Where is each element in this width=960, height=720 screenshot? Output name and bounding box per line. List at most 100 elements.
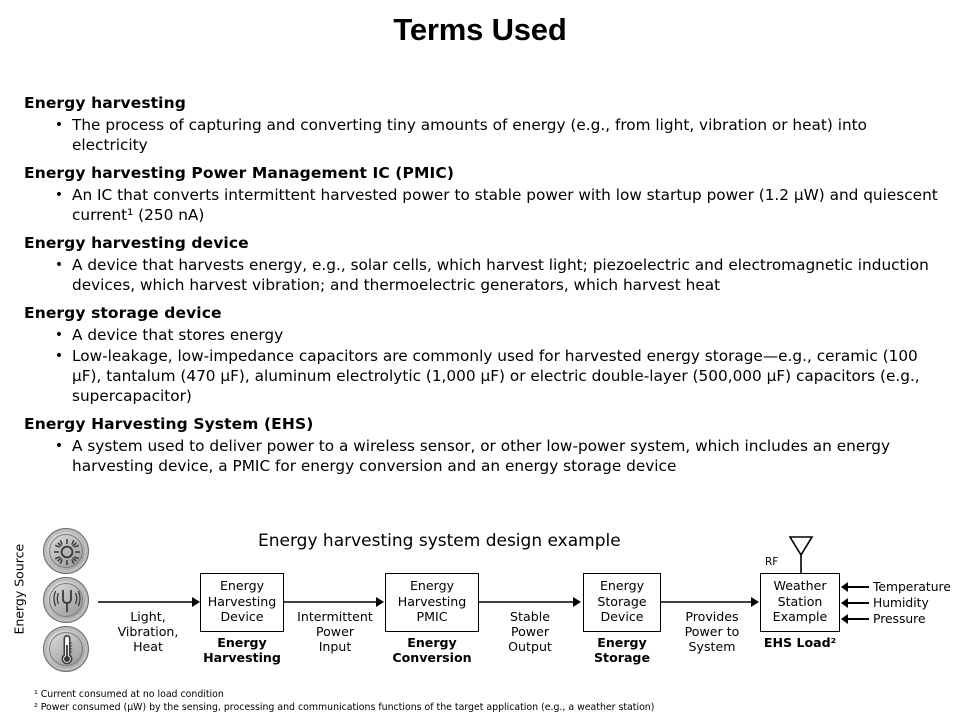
term-heading: Energy Harvesting System (EHS) xyxy=(24,415,314,433)
flow-line-storage-to-load xyxy=(661,601,753,603)
sensor-input-temperature: Temperature xyxy=(841,580,951,594)
left-arrow-icon xyxy=(841,582,869,592)
edge-label-line: Intermittent xyxy=(297,609,373,624)
edge-label-line: Heat xyxy=(133,639,163,654)
term-block-storage-device: Energy storage device • A device that st… xyxy=(24,304,944,406)
node-line: Device xyxy=(220,609,264,624)
solar-icon-inner xyxy=(49,534,83,568)
node-caption-line: EHS Load² xyxy=(763,635,837,650)
edge-label-line: Light, xyxy=(130,609,166,624)
term-block-harvesting-device: Energy harvesting device • A device that… xyxy=(24,234,944,295)
node-caption-line: Storage xyxy=(593,650,650,665)
node-storage-device[interactable]: Energy Storage Device xyxy=(583,573,661,632)
footnote-1: ¹ Current consumed at no load condition xyxy=(34,689,224,700)
node-pmic[interactable]: Energy Harvesting PMIC xyxy=(385,573,479,632)
term-bullet-text: The process of capturing and converting … xyxy=(72,116,867,154)
node-line: Harvesting xyxy=(207,593,277,609)
edge-label-device-to-pmic: Intermittent Power Input xyxy=(290,609,380,654)
node-caption-line: Conversion xyxy=(392,650,472,665)
node-caption-line: Energy xyxy=(217,635,267,650)
node-line: Device xyxy=(600,609,644,624)
term-bullet-text: A device that stores energy xyxy=(72,326,284,344)
term-bullet: • A device that stores energy xyxy=(24,325,944,345)
flow-line-pmic-to-storage xyxy=(479,601,575,603)
footnote-2: ² Power consumed (µW) by the sensing, pr… xyxy=(34,701,655,713)
term-heading: Energy harvesting Power Management IC (P… xyxy=(24,164,455,182)
sensor-input-pressure: Pressure xyxy=(841,612,926,626)
term-bullet: • An IC that converts intermittent harve… xyxy=(24,185,944,225)
sun-icon xyxy=(54,539,80,565)
sensor-input-humidity: Humidity xyxy=(841,596,929,610)
term-bullet: • A device that harvests energy, e.g., s… xyxy=(24,255,944,295)
term-bullet-text: A device that harvests energy, e.g., sol… xyxy=(72,256,929,294)
vibration-source-icon xyxy=(43,577,89,623)
term-bullet-text: A system used to deliver power to a wire… xyxy=(72,437,891,475)
term-bullet-text: An IC that converts intermittent harvest… xyxy=(72,186,938,224)
edge-label-pmic-to-storage: Stable Power Output xyxy=(490,609,570,654)
node-caption-line: Harvesting xyxy=(203,650,281,665)
term-block-energy-harvesting: Energy harvesting • The process of captu… xyxy=(24,94,944,155)
thermal-icon-inner xyxy=(49,632,83,666)
edge-label-line: Power xyxy=(510,624,550,639)
terms-list: Energy harvesting • The process of captu… xyxy=(24,94,944,480)
node-caption-storage: Energy Storage xyxy=(570,635,674,665)
edge-label-line: Power to xyxy=(684,624,740,639)
bullet-marker-icon: • xyxy=(54,187,64,203)
edge-label-line: Vibration, xyxy=(117,624,179,639)
flow-arrowhead-pmic-to-storage xyxy=(573,597,581,607)
rf-label: RF xyxy=(765,556,779,568)
bullet-marker-icon: • xyxy=(54,117,64,133)
sensor-input-label: Humidity xyxy=(873,596,929,610)
term-block-ehs: Energy Harvesting System (EHS) • A syste… xyxy=(24,415,944,476)
node-line: Storage xyxy=(597,593,647,609)
vibration-icon-inner xyxy=(49,583,83,617)
node-caption-ehs-load: EHS Load² xyxy=(752,635,848,650)
edge-label-line: Stable xyxy=(510,609,550,624)
node-line: Energy xyxy=(599,578,645,593)
node-line: Energy xyxy=(219,578,265,593)
term-bullet: • A system used to deliver power to a wi… xyxy=(24,436,944,476)
flow-line-source-to-device xyxy=(98,601,194,603)
node-caption-conversion: Energy Conversion xyxy=(380,635,484,665)
flow-arrowhead-device-to-pmic xyxy=(376,597,384,607)
rf-antenna-icon xyxy=(788,536,814,573)
page-title: Terms Used xyxy=(393,12,567,47)
node-line: Harvesting xyxy=(397,593,467,609)
node-line: PMIC xyxy=(416,609,448,624)
node-line: Example xyxy=(772,609,828,624)
edge-label-line: Output xyxy=(508,639,552,654)
bullet-marker-icon: • xyxy=(54,327,64,343)
node-caption-line: Energy xyxy=(597,635,647,650)
edge-label-line: Input xyxy=(318,639,352,654)
solar-source-icon xyxy=(43,528,89,574)
bullet-marker-icon: • xyxy=(54,257,64,273)
node-caption-harvesting: Energy Harvesting xyxy=(190,635,294,665)
bullet-marker-icon: • xyxy=(54,348,64,364)
term-heading: Energy harvesting device xyxy=(24,234,249,252)
node-weather-station[interactable]: Weather Station Example xyxy=(760,573,840,632)
thermometer-icon xyxy=(61,635,73,665)
edge-label-source-to-device: Light, Vibration, Heat xyxy=(103,609,193,654)
flow-arrowhead-storage-to-load xyxy=(751,597,759,607)
edge-label-line: Power xyxy=(315,624,355,639)
thermal-source-icon xyxy=(43,626,89,672)
edge-label-line: System xyxy=(688,639,736,654)
flow-arrowhead-source-to-device xyxy=(192,597,200,607)
left-arrow-icon xyxy=(841,614,869,624)
left-arrow-icon xyxy=(841,598,869,608)
tuning-fork-icon xyxy=(53,590,81,612)
term-heading: Energy harvesting xyxy=(24,94,186,112)
bullet-marker-icon: • xyxy=(54,438,64,454)
node-harvesting-device[interactable]: Energy Harvesting Device xyxy=(200,573,284,632)
footnotes: ¹ Current consumed at no load condition … xyxy=(34,689,934,714)
term-heading: Energy storage device xyxy=(24,304,222,322)
term-bullet: • Low-leakage, low-impedance capacitors … xyxy=(24,346,944,406)
sensor-input-label: Temperature xyxy=(873,580,951,594)
energy-harvesting-system-diagram: Energy harvesting system design example xyxy=(0,515,960,695)
node-line: Station xyxy=(777,593,823,609)
sensor-input-label: Pressure xyxy=(873,612,926,626)
term-bullet-text: Low-leakage, low-impedance capacitors ar… xyxy=(72,347,920,405)
node-line: Energy xyxy=(409,578,455,593)
edge-label-storage-to-load: Provides Power to System xyxy=(672,609,752,654)
diagram-title: Energy harvesting system design example xyxy=(258,531,621,551)
